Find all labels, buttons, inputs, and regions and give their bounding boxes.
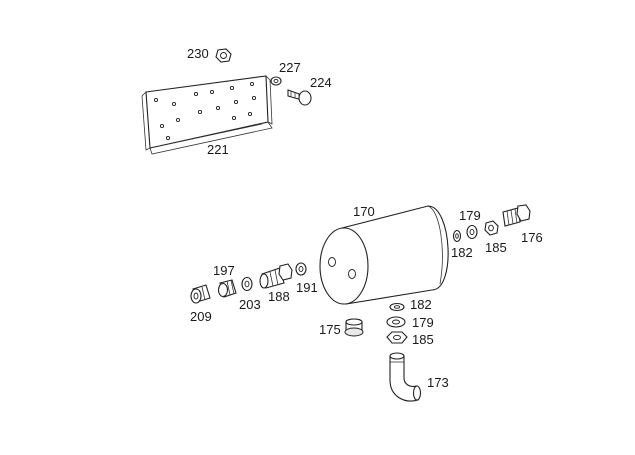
fitting-188[interactable] <box>259 263 293 289</box>
label-209: 209 <box>190 309 212 324</box>
label-197: 197 <box>213 263 235 278</box>
label-188: 188 <box>268 289 290 304</box>
label-176: 176 <box>521 230 543 245</box>
label-230: 230 <box>187 46 209 61</box>
label-191: 191 <box>296 280 318 295</box>
label-224: 224 <box>310 75 332 90</box>
washer-185-right[interactable] <box>484 220 499 236</box>
label-185-right: 185 <box>485 240 507 255</box>
washer-227[interactable] <box>270 76 282 86</box>
label-173: 173 <box>427 375 449 390</box>
washer-203[interactable] <box>241 276 253 292</box>
label-182-right: 182 <box>451 245 473 260</box>
washer-179-right[interactable] <box>466 224 478 240</box>
washer-185-bottom[interactable] <box>386 331 408 344</box>
air-tank[interactable] <box>319 205 449 305</box>
plug-176[interactable] <box>502 204 531 227</box>
washer-182-bottom[interactable] <box>389 302 405 312</box>
label-227: 227 <box>279 60 301 75</box>
label-182-bottom: 182 <box>410 297 432 312</box>
fitting-197[interactable] <box>217 279 237 298</box>
elbow-173[interactable] <box>389 352 422 402</box>
fitting-209[interactable] <box>190 284 211 304</box>
label-170: 170 <box>353 204 375 219</box>
label-175: 175 <box>319 322 341 337</box>
washer-182-right[interactable] <box>452 229 462 243</box>
mounting-plate[interactable] <box>141 75 273 155</box>
washer-179-bottom[interactable] <box>386 316 406 328</box>
plug-175[interactable] <box>344 318 364 337</box>
label-185-bottom: 185 <box>412 332 434 347</box>
label-179-right: 179 <box>459 208 481 223</box>
label-221: 221 <box>207 142 229 157</box>
bolt-224[interactable] <box>287 89 312 106</box>
nut-230[interactable] <box>215 48 232 63</box>
label-179-bottom: 179 <box>412 315 434 330</box>
label-203: 203 <box>239 297 261 312</box>
washer-191[interactable] <box>295 262 307 276</box>
